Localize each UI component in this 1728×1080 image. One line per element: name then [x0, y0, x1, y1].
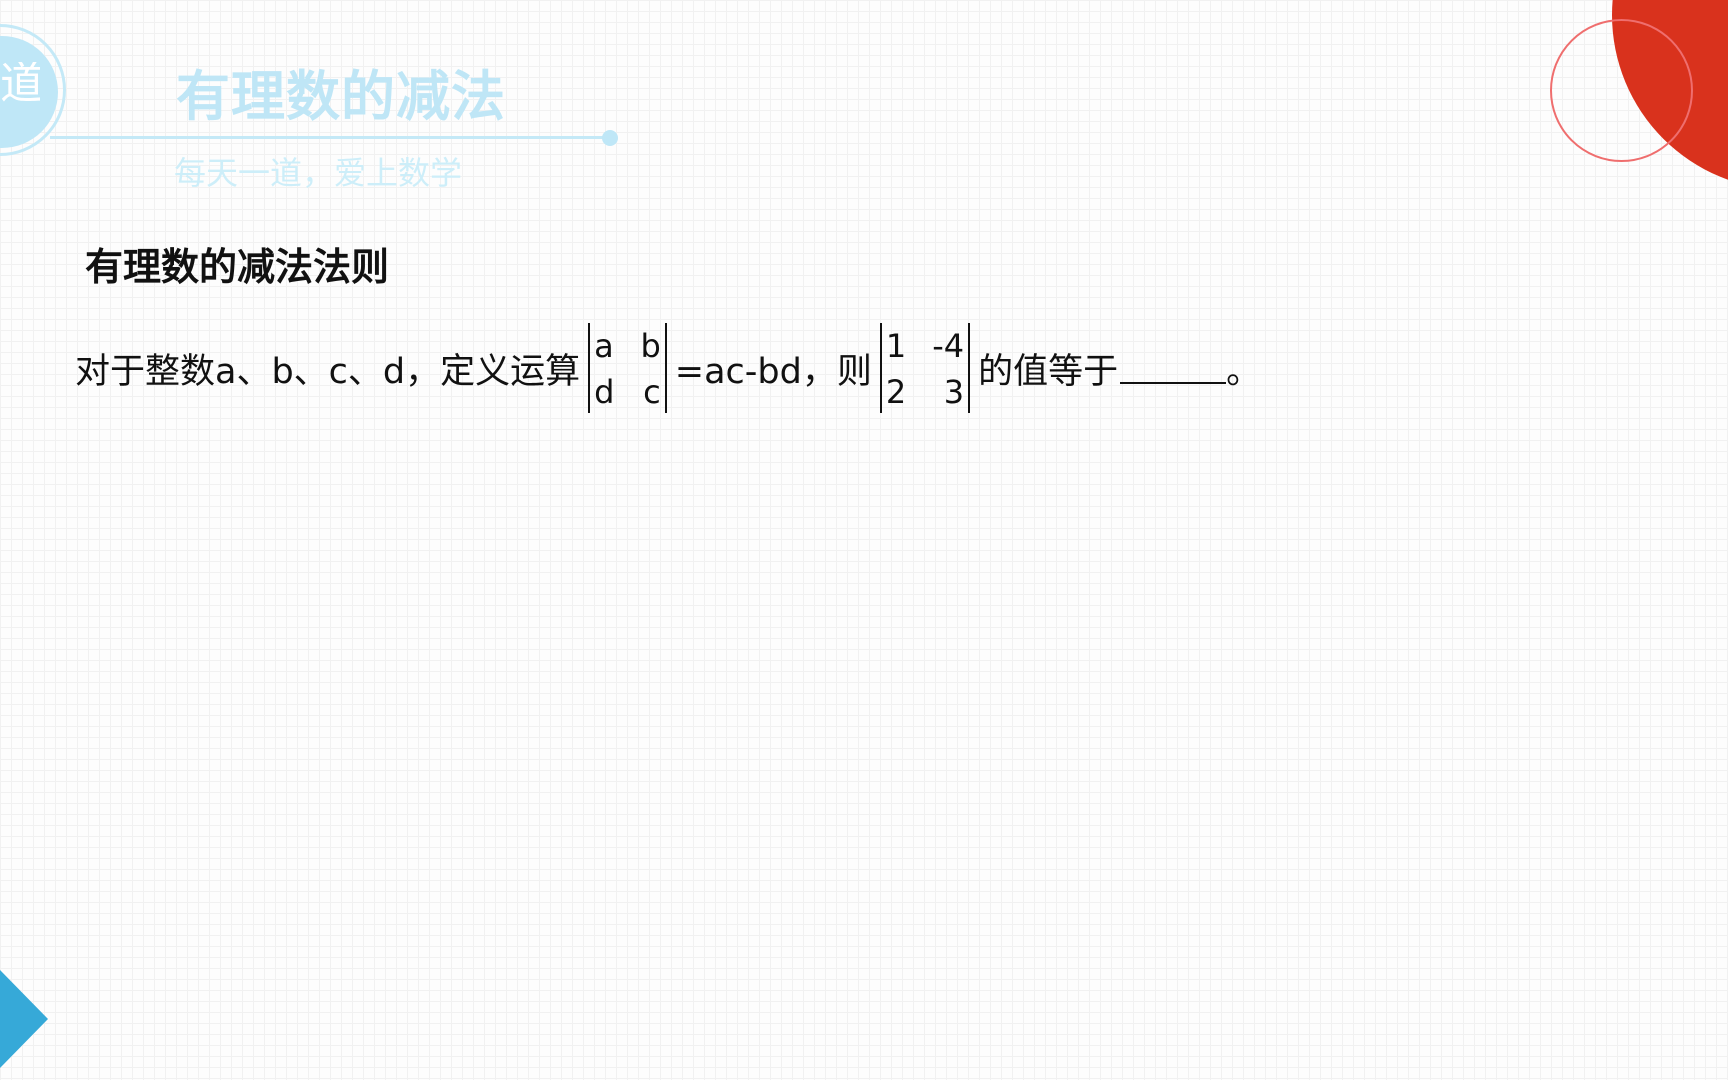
question: 对于整数a、b、c、d，定义运算 a b d c =ac-bd，则 1 -4 2…	[75, 322, 1261, 414]
det-cell: a	[594, 327, 614, 365]
det-cell: 2	[885, 373, 907, 411]
question-definition: =ac-bd，则	[674, 351, 872, 392]
decorative-red-ring	[1550, 19, 1693, 162]
page-title: 有理数的减法	[176, 65, 506, 128]
det-cell: -4	[932, 327, 965, 365]
det-cell: 1	[885, 327, 907, 365]
det-cell: 3	[943, 373, 965, 411]
det-cell: d	[594, 373, 615, 411]
title-divider	[50, 136, 610, 139]
det-cell: c	[643, 373, 661, 411]
section-heading: 有理数的减法法则	[85, 245, 390, 289]
question-end: 。	[1226, 351, 1262, 392]
question-prefix: 对于整数a、b、c、d，定义运算	[75, 351, 581, 392]
answer-blank	[1120, 352, 1227, 384]
next-arrow-icon	[0, 970, 48, 1068]
page-subtitle: 每天一道，爱上数学	[174, 154, 463, 192]
determinant-definition: a b d c	[588, 323, 667, 413]
logo: 道	[0, 62, 40, 106]
question-suffix: 的值等于	[978, 351, 1119, 392]
divider-dot	[602, 130, 618, 146]
det-cell: b	[640, 327, 661, 365]
determinant-question: 1 -4 2 3	[879, 323, 971, 413]
